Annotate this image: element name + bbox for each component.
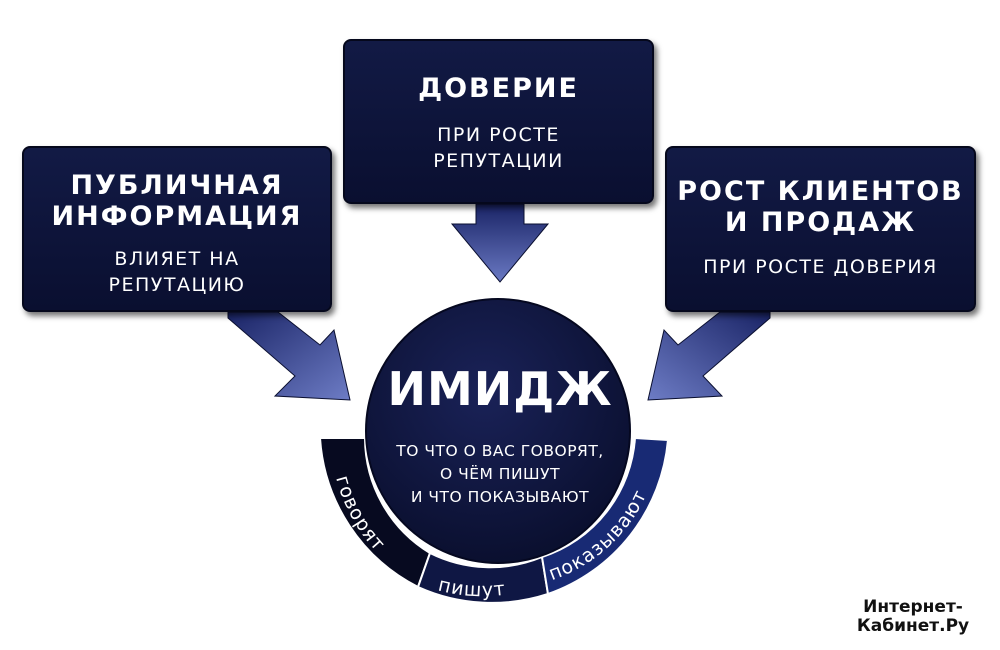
clients-sales-title: РОСТ КЛИЕНТОВ И ПРОДАЖ — [677, 176, 964, 238]
public-information-box: ПУБЛИЧНАЯ ИНФОРМАЦИЯ ВЛИЯЕТ НА РЕПУТАЦИЮ — [22, 146, 332, 312]
public-information-title: ПУБЛИЧНАЯ ИНФОРМАЦИЯ — [51, 170, 303, 232]
public-information-subtitle: ВЛИЯЕТ НА РЕПУТАЦИЮ — [108, 248, 246, 296]
arrow-top-down — [450, 203, 550, 283]
trust-title: ДОВЕРИЕ — [418, 73, 579, 104]
image-description: ТО ЧТО О ВАС ГОВОРЯТ, О ЧЁМ ПИШУТ И ЧТО … — [396, 442, 604, 506]
clients-sales-box: РОСТ КЛИЕНТОВ И ПРОДАЖ ПРИ РОСТЕ ДОВЕРИЯ — [665, 146, 976, 312]
trust-subtitle: ПРИ РОСТЕ РЕПУТАЦИИ — [433, 124, 564, 172]
watermark-logo: Интернет- Кабинет.Ру — [856, 597, 970, 636]
ring-segment-pokazyvayut — [540, 436, 670, 596]
arrow-right-diagonal — [647, 311, 771, 401]
center-circle — [365, 298, 631, 564]
arrow-left-diagonal — [227, 311, 351, 401]
trust-box: ДОВЕРИЕ ПРИ РОСТЕ РЕПУТАЦИИ — [343, 39, 654, 204]
clients-sales-subtitle: ПРИ РОСТЕ ДОВЕРИЯ — [703, 256, 938, 278]
image-title: ИМИДЖ — [387, 362, 613, 416]
